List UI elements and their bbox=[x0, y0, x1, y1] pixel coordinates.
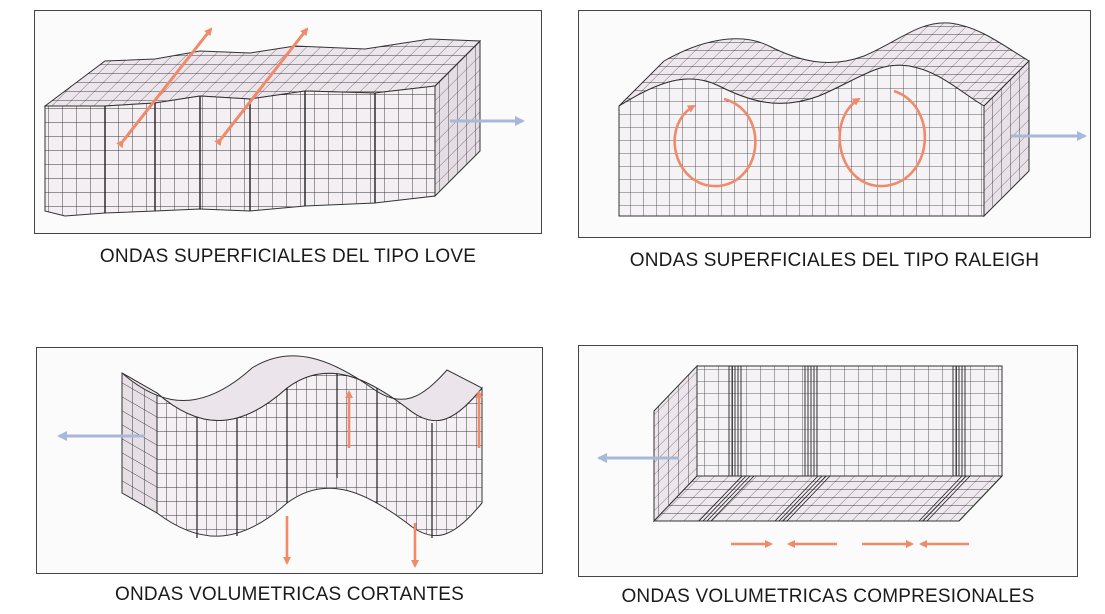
love-wave-panel bbox=[34, 10, 542, 234]
compressional-wave-caption: ONDAS VOLUMETRICAS COMPRESIONALES bbox=[621, 586, 1035, 607]
raleigh-wave-panel bbox=[578, 10, 1091, 238]
compressional-wave-panel bbox=[578, 345, 1078, 577]
shear-wave-caption: ONDAS VOLUMETRICAS CORTANTES bbox=[114, 584, 465, 605]
compressional-wave-diagram bbox=[597, 364, 1004, 548]
raleigh-wave-diagram bbox=[618, 22, 1087, 218]
shear-wave-panel bbox=[36, 347, 543, 574]
raleigh-wave-caption: ONDAS SUPERFICIALES DEL TIPO RALEIGH bbox=[629, 250, 1040, 271]
love-wave-caption: ONDAS SUPERFICIALES DEL TIPO LOVE bbox=[99, 246, 477, 267]
shear-arrow-1 bbox=[116, 27, 213, 149]
shear-arrow-2 bbox=[214, 27, 309, 147]
shear-wave-diagram bbox=[57, 355, 483, 568]
elliptical-motion-arrow-1 bbox=[673, 97, 757, 188]
love-wave-diagram bbox=[43, 27, 525, 217]
elliptical-motion-arrow-2 bbox=[838, 89, 926, 188]
